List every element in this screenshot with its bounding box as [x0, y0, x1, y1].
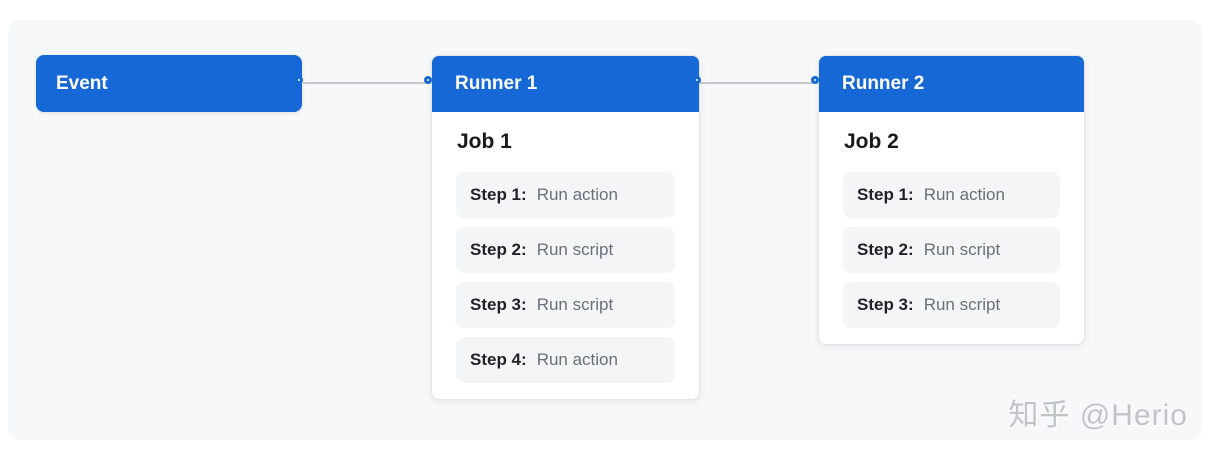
- event-node-label: Event: [56, 72, 108, 94]
- step-row: Step 1: Run action: [456, 172, 675, 218]
- step-label: Step 1:: [470, 185, 527, 204]
- step-label: Step 2:: [470, 240, 527, 259]
- step-action: Run script: [536, 295, 614, 314]
- runner-1-card: Runner 1 Job 1 Step 1: Run action Step 2…: [431, 55, 700, 400]
- connector-port-icon: [424, 76, 432, 84]
- step-action: Run action: [536, 185, 618, 204]
- step-action: Run script: [923, 240, 1001, 259]
- runner-2-title: Runner 2: [842, 72, 925, 94]
- runner-2-header: Runner 2: [819, 56, 1084, 112]
- job-2-title: Job 2: [844, 130, 899, 153]
- runner-1-header: Runner 1: [432, 56, 699, 112]
- step-row: Step 4: Run action: [456, 337, 675, 383]
- runner-1-body: Job 1 Step 1: Run action Step 2: Run scr…: [432, 112, 699, 399]
- runner-2-card: Runner 2 Job 2 Step 1: Run action Step 2…: [818, 55, 1085, 345]
- connector-port-icon: [693, 76, 701, 84]
- watermark: 知乎 @Herio: [1008, 399, 1188, 432]
- event-node: Event: [36, 55, 302, 112]
- workflow-diagram-canvas: Event Runner 1 Job 1 Step 1: Run action …: [8, 20, 1202, 440]
- step-label: Step 3:: [857, 295, 914, 314]
- step-label: Step 1:: [857, 185, 914, 204]
- connector-port-icon: [295, 76, 303, 84]
- step-row: Step 1: Run action: [843, 172, 1060, 218]
- job-1-title: Job 1: [457, 130, 512, 153]
- step-label: Step 3:: [470, 295, 527, 314]
- step-label: Step 4:: [470, 350, 527, 369]
- step-action: Run script: [536, 240, 614, 259]
- runner-2-body: Job 2 Step 1: Run action Step 2: Run scr…: [819, 112, 1084, 344]
- step-row: Step 2: Run script: [843, 227, 1060, 273]
- step-label: Step 2:: [857, 240, 914, 259]
- step-row: Step 2: Run script: [456, 227, 675, 273]
- connector-line-runner1-runner2: [700, 82, 818, 84]
- step-action: Run action: [536, 350, 618, 369]
- step-row: Step 3: Run script: [456, 282, 675, 328]
- connector-line-event-runner1: [303, 82, 431, 84]
- runner-1-title: Runner 1: [455, 72, 538, 94]
- connector-port-icon: [811, 76, 819, 84]
- step-action: Run script: [923, 295, 1001, 314]
- step-row: Step 3: Run script: [843, 282, 1060, 328]
- step-action: Run action: [923, 185, 1005, 204]
